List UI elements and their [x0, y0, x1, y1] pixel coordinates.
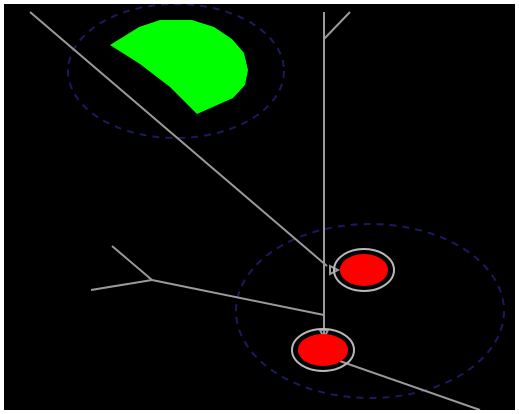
sensor-ring-goal	[67, 4, 285, 139]
agent-lower	[291, 328, 355, 372]
game-canvas	[4, 4, 515, 410]
goal-zone	[110, 20, 248, 114]
track-lines	[29, 11, 481, 410]
track-left-to-agents	[151, 279, 325, 316]
agent-upper	[333, 248, 395, 292]
track-top-branch	[323, 11, 351, 40]
sensor-ring-agents	[235, 223, 505, 399]
track-left-branch	[111, 245, 153, 281]
track-diagonal	[29, 11, 328, 267]
scene-svg	[29, 4, 505, 410]
track-lower-diagonal	[333, 358, 481, 410]
track-left-horizontal	[90, 279, 153, 291]
